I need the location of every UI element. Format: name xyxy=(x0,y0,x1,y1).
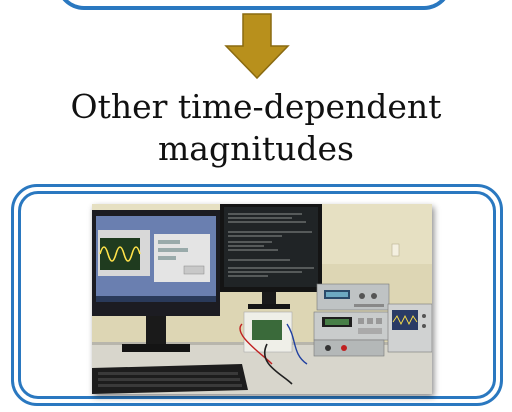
power-supply xyxy=(313,339,385,357)
caption-line-2: magnitudes xyxy=(157,129,354,168)
right-monitor xyxy=(220,204,322,309)
lab-equipment-photo xyxy=(92,204,432,394)
left-monitor xyxy=(92,210,220,352)
step-caption: Other time-dependent magnitudes xyxy=(0,86,512,170)
oscilloscope xyxy=(387,303,432,353)
down-arrow-icon xyxy=(224,13,290,80)
photo-frame-inner xyxy=(18,191,496,399)
circuit-board xyxy=(239,311,308,385)
caption-line-1: Other time-dependent xyxy=(70,87,442,126)
photo-frame-outer xyxy=(11,184,503,406)
keyboard xyxy=(92,364,248,394)
multimeter xyxy=(313,311,393,341)
signal-generator xyxy=(316,283,390,311)
previous-step-box xyxy=(56,0,452,10)
